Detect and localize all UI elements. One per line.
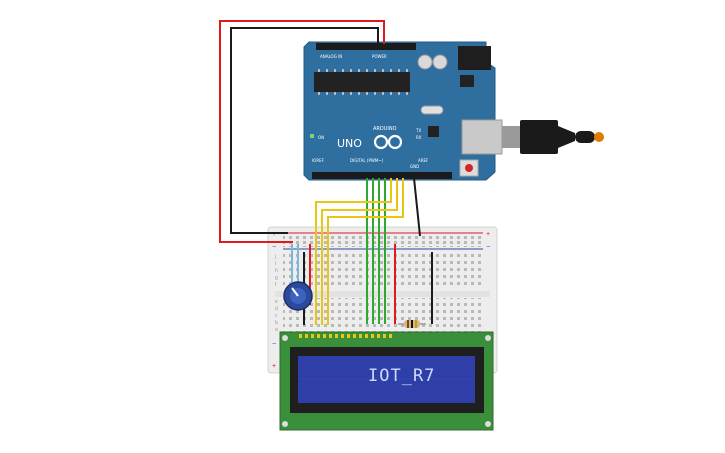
svg-text:+: + xyxy=(486,231,490,238)
svg-text:−: − xyxy=(486,244,490,251)
capacitor xyxy=(417,54,433,70)
svg-text:e: e xyxy=(275,299,278,305)
lcd-text: IOT_R7 xyxy=(368,366,435,386)
arduino-brand: ARDUINO xyxy=(373,126,397,132)
digital-header-top xyxy=(360,43,416,50)
svg-text:i: i xyxy=(275,261,276,267)
svg-text:−: − xyxy=(272,244,276,251)
svg-text:g: g xyxy=(275,275,278,281)
digital-header-bottom xyxy=(312,172,452,179)
resistor[interactable] xyxy=(398,320,426,328)
gnd-label: GND xyxy=(410,164,419,169)
svg-text:b: b xyxy=(275,320,278,326)
power-label: POWER xyxy=(372,54,387,59)
digital-label: DIGITAL (PWM~) xyxy=(350,158,384,163)
wire-pot-legs[interactable] xyxy=(291,244,299,282)
rx-led-label: RX xyxy=(416,135,422,140)
svg-text:d: d xyxy=(275,306,278,312)
lcd-module[interactable]: IOT_R7 xyxy=(279,331,494,431)
arduino-logo-icon xyxy=(373,134,403,150)
svg-text:+: + xyxy=(272,231,276,238)
potentiometer[interactable] xyxy=(283,281,313,311)
svg-text:j: j xyxy=(274,254,276,260)
uno-label: UNO xyxy=(337,137,362,150)
tx-led-label: TX xyxy=(415,128,421,133)
wire-control-lines[interactable] xyxy=(315,178,404,325)
svg-text:+: + xyxy=(272,363,276,370)
aref-label: AREF xyxy=(418,158,429,163)
ioref-label: IOREF xyxy=(312,158,325,163)
svg-text:−: − xyxy=(272,341,276,348)
lcd-header-pins xyxy=(299,334,392,338)
svg-text:h: h xyxy=(275,268,278,274)
wire-ground-gnd-pin[interactable] xyxy=(413,177,433,324)
arduino-uno-board[interactable]: ANALOG IN POWER xyxy=(303,41,503,181)
crystal-oscillator xyxy=(420,105,444,115)
wire-power-5v[interactable] xyxy=(219,20,385,243)
svg-text:c: c xyxy=(275,313,278,319)
svg-text:f: f xyxy=(275,282,277,288)
microcontroller-chip xyxy=(314,72,410,92)
dc-power-jack xyxy=(458,46,491,70)
capacitor xyxy=(432,54,448,70)
on-led-label: ON xyxy=(318,135,324,140)
lcd-mount-hole xyxy=(282,335,491,427)
svg-text:a: a xyxy=(275,327,278,333)
usb-cable xyxy=(502,120,604,154)
wire-ground[interactable] xyxy=(230,27,379,234)
usb-port xyxy=(461,119,503,155)
analog-label: ANALOG IN xyxy=(320,54,342,59)
